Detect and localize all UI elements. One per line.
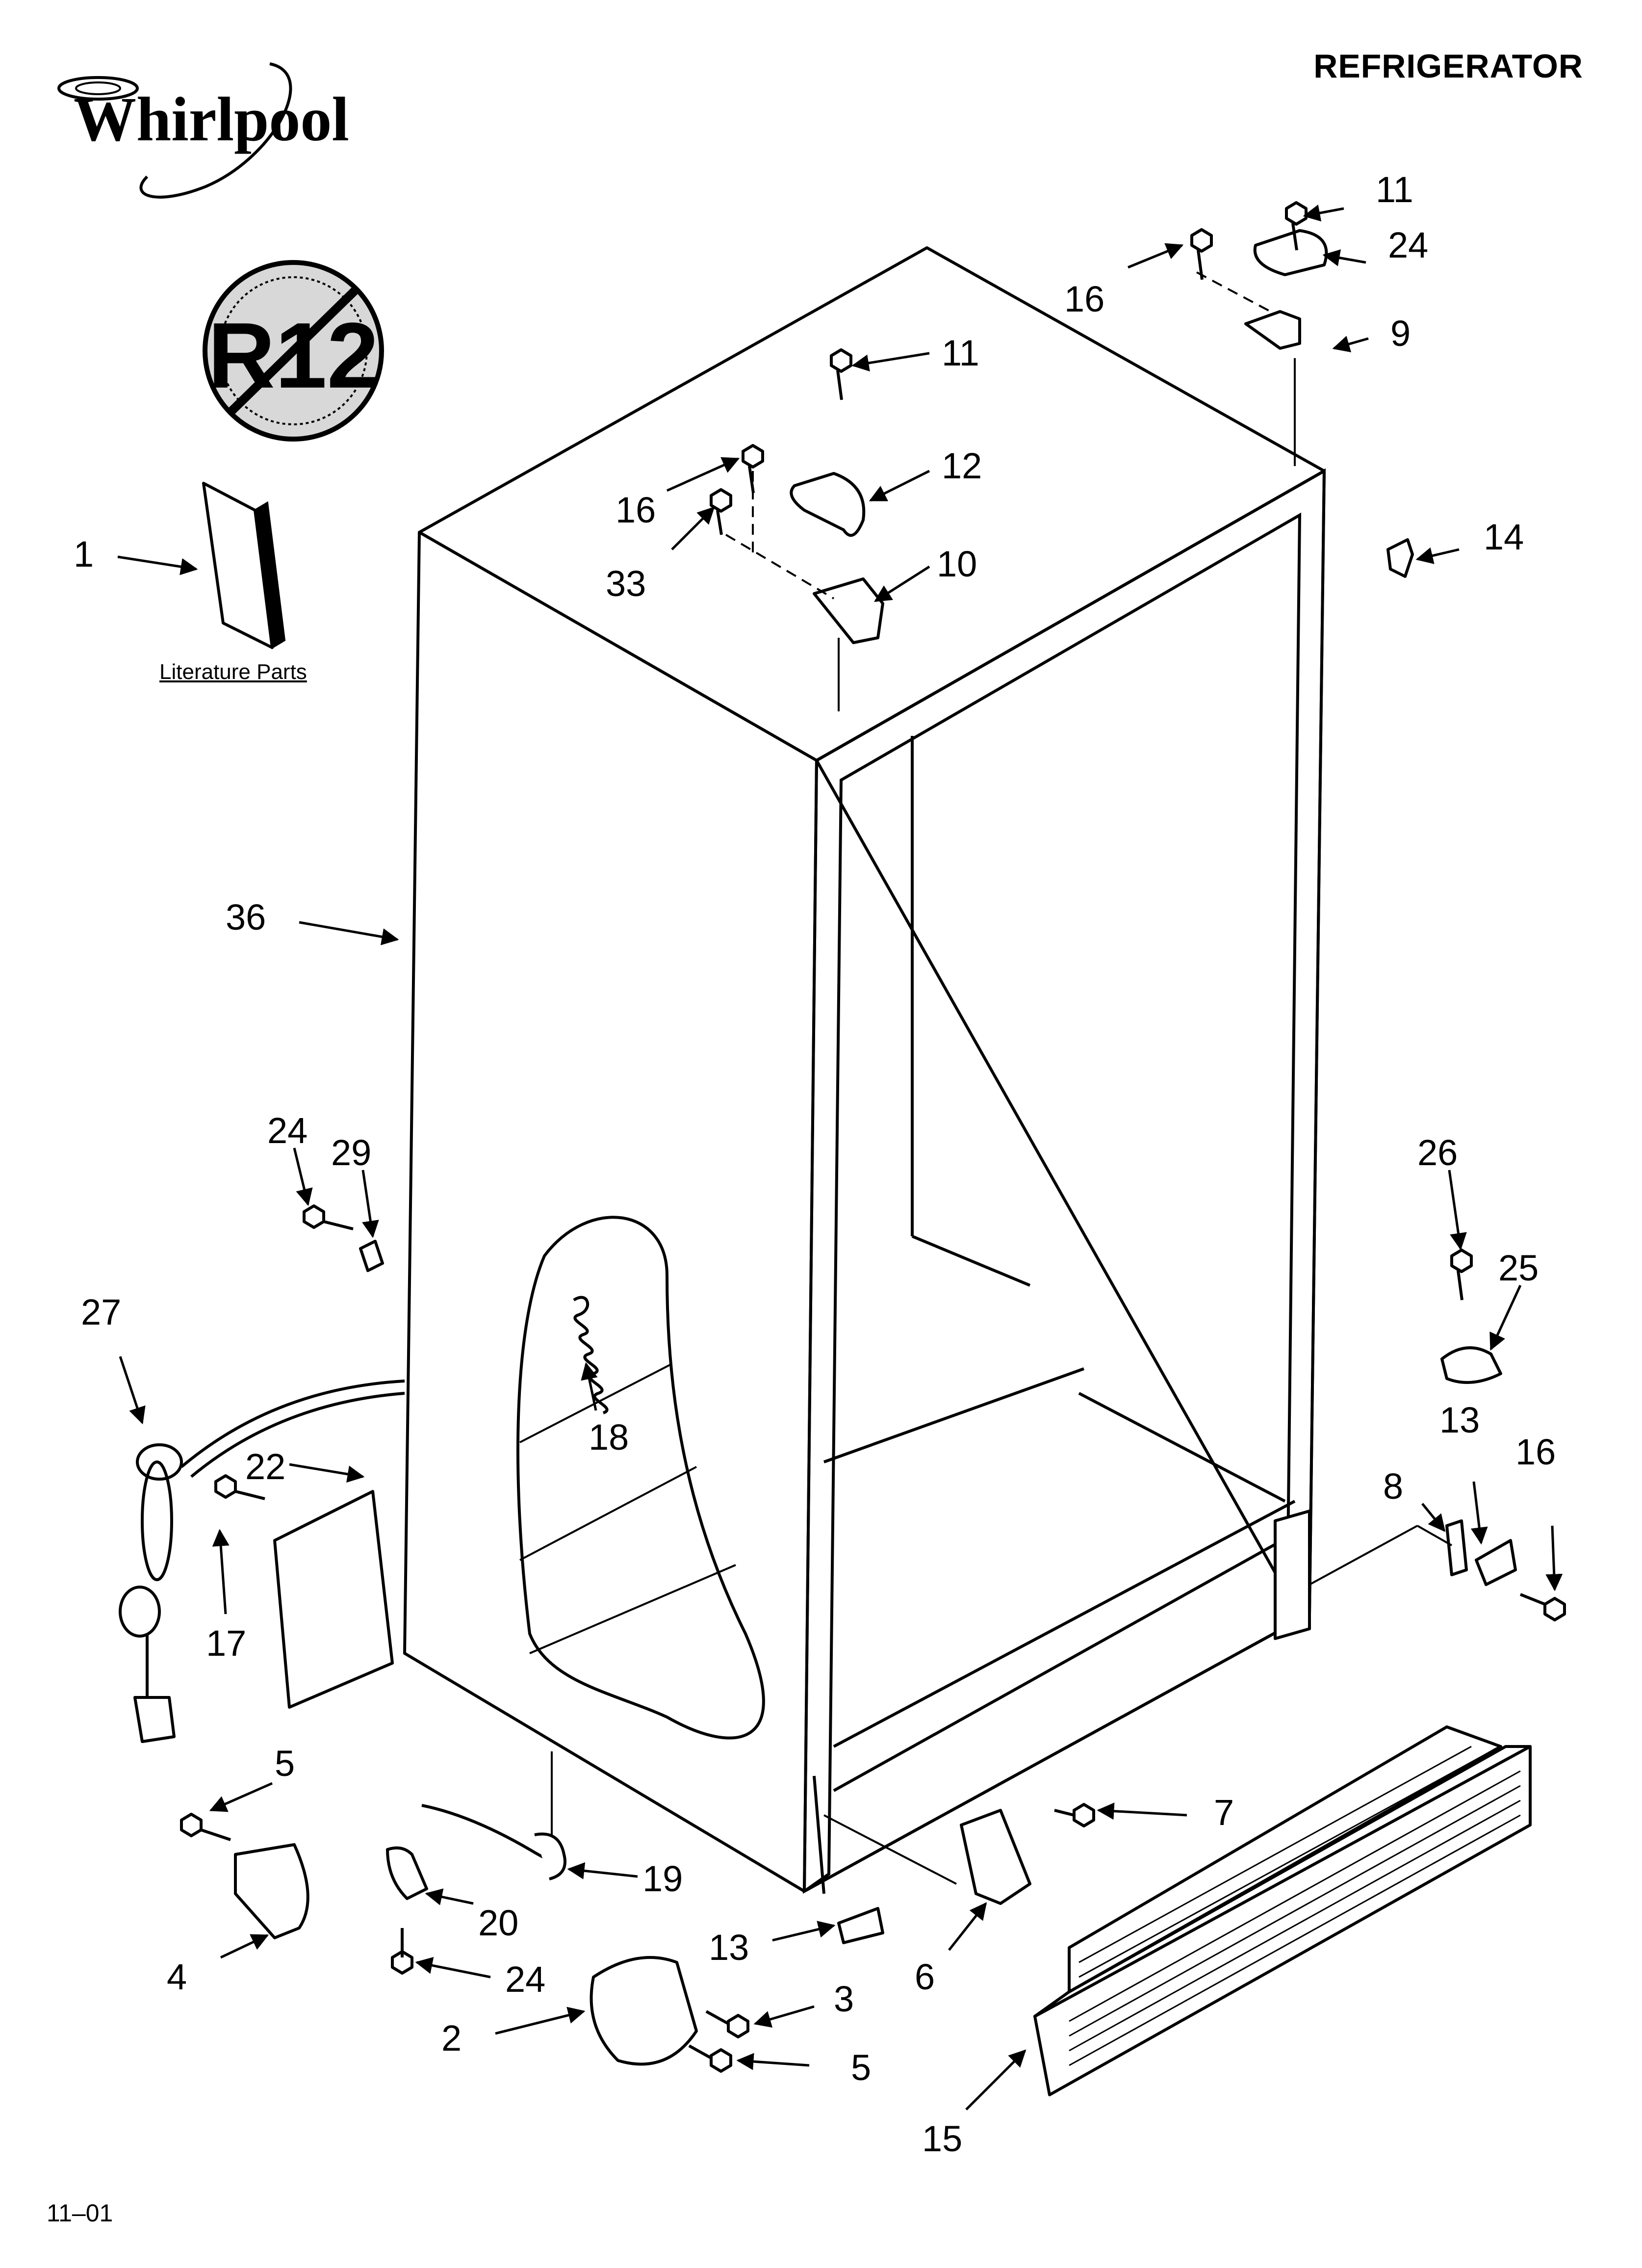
callout-label: 10 <box>937 544 977 584</box>
callout-label: 24 <box>505 1959 545 2000</box>
callout-label: 6 <box>915 1956 935 1997</box>
no-r12-badge-icon: R12 <box>203 260 384 442</box>
callout-label: 29 <box>331 1132 371 1173</box>
small-parts <box>234 538 1517 2066</box>
callout-label: 18 <box>589 1417 629 1458</box>
callout-label: 26 <box>1417 1132 1458 1173</box>
refrigerator-cabinet <box>403 246 1326 1894</box>
callout-label: 24 <box>1388 225 1428 265</box>
callout-label: 14 <box>1484 517 1524 557</box>
callout-label: 5 <box>851 2047 871 2088</box>
page-title: REFRIGERATOR <box>1313 48 1583 85</box>
callout-label: 12 <box>942 445 982 486</box>
toe-grille-part <box>1033 1725 1532 2096</box>
top-left-hinge <box>725 471 884 711</box>
callout-label: 4 <box>167 1956 187 1997</box>
callout-label: 19 <box>642 1858 683 1899</box>
callout-label: 7 <box>1214 1792 1234 1833</box>
callout-label: 13 <box>709 1927 749 1968</box>
callout-label: 27 <box>81 1292 121 1332</box>
literature-parts-label: Literature Parts <box>159 660 307 684</box>
callout-label: 16 <box>1064 279 1104 319</box>
footer-code: 11–01 <box>47 2199 113 2227</box>
callout-label: 1 <box>74 534 94 574</box>
callout-label: 16 <box>616 490 656 530</box>
callout-label: 11 <box>942 333 979 373</box>
callout-arrows <box>117 204 1563 2111</box>
callout-label: 20 <box>478 1903 518 1943</box>
callout-label: 24 <box>267 1110 308 1151</box>
callout-label: 15 <box>922 2118 962 2159</box>
literature-booklet <box>202 482 286 650</box>
brand-swirl-icon <box>57 62 292 199</box>
callout-label: 25 <box>1498 1248 1539 1288</box>
callout-label: 11 <box>1376 169 1413 210</box>
callout-label: 16 <box>1515 1432 1556 1472</box>
callout-label: 2 <box>441 2018 462 2059</box>
callout-label: 17 <box>206 1623 246 1664</box>
callout-labels: 11 24 9 16 11 12 10 16 33 14 1 36 24 29 … <box>74 169 1556 2159</box>
base-lines <box>551 1525 1452 1885</box>
electrical-parts <box>119 1380 405 1743</box>
callout-label: 8 <box>1383 1466 1403 1507</box>
heater-coil-part <box>573 1296 609 1414</box>
callout-label: 3 <box>834 1979 854 2019</box>
callout-label: 9 <box>1390 313 1411 354</box>
callout-label: 22 <box>245 1446 285 1487</box>
callout-label: 36 <box>226 897 266 938</box>
callout-label: 13 <box>1439 1400 1480 1440</box>
screw-parts <box>180 201 1566 2073</box>
callout-label: 5 <box>275 1743 295 1784</box>
callout-label: 33 <box>606 563 646 604</box>
top-right-hinge <box>1196 229 1328 466</box>
